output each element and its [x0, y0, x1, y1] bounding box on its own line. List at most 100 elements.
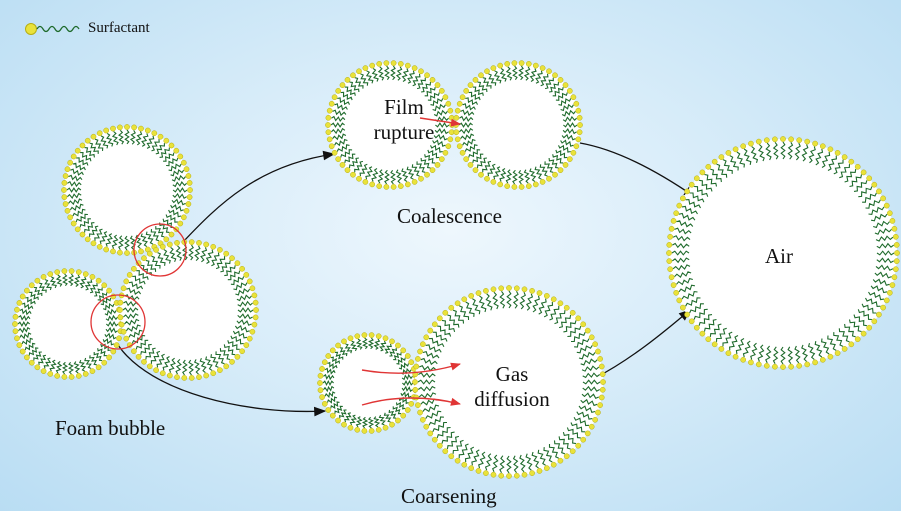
- surfactant-head: [812, 140, 818, 147]
- surfactant-head: [368, 428, 375, 434]
- foam-bubble-bottom-left-surfactant-tails: [17, 273, 119, 375]
- surfactant-head: [552, 72, 558, 79]
- surfactant-head: [600, 379, 606, 385]
- surfactant-head: [113, 342, 120, 348]
- foam-bubble-bottom-left-interior: [15, 271, 121, 377]
- surfactant-head: [513, 285, 520, 292]
- surfactant-head: [504, 183, 511, 189]
- surfactant-head: [468, 293, 475, 299]
- surfactant-head: [563, 304, 570, 311]
- surfactant-head: [70, 153, 77, 160]
- surfactant-head: [16, 342, 23, 348]
- coarsening-bubble-large-surfactant-heads: [412, 285, 606, 479]
- surfactant-head: [79, 231, 86, 238]
- surfactant-head: [676, 297, 683, 304]
- surfactant-head: [95, 364, 102, 371]
- surfactant-head: [539, 179, 546, 185]
- surfactant-head: [180, 159, 187, 166]
- surfactant-head: [570, 94, 577, 101]
- surfactant-head: [883, 202, 890, 209]
- gas-diffusion-arrow-bottom: [361, 397, 461, 406]
- surfactant-head: [550, 461, 557, 468]
- surfactant-head: [732, 353, 739, 360]
- surfactant-head: [576, 114, 583, 121]
- surfactant-head: [497, 181, 504, 188]
- arrow-coarsening-to-air: [594, 309, 691, 379]
- surfactant-head: [804, 361, 811, 368]
- surfactant-head: [447, 136, 454, 143]
- surfactant-head: [62, 201, 69, 207]
- surfactant-head: [335, 88, 342, 94]
- foam-bubble-bottom-left-surfactant-heads: [12, 268, 124, 380]
- surfactant-head: [177, 153, 184, 160]
- surfactant-head: [763, 137, 770, 144]
- surfactant-head: [569, 309, 576, 316]
- surfactant-head: [573, 143, 580, 150]
- surfactant-head: [84, 236, 91, 243]
- gas-diffusion-line-1: Gas: [495, 362, 529, 386]
- surfactant-head: [812, 359, 818, 366]
- surfactant-head: [763, 362, 770, 369]
- surfactant-head: [550, 296, 557, 303]
- surfactant-head: [14, 335, 20, 342]
- surfactant-head: [454, 300, 461, 307]
- surfactant-head: [395, 342, 401, 349]
- surfactant-head: [436, 315, 443, 322]
- surfactant-head: [532, 181, 539, 188]
- surfactant-head: [252, 314, 259, 321]
- surfactant-head: [511, 184, 518, 190]
- surfactant-head: [75, 373, 82, 379]
- surfactant-head: [718, 346, 725, 352]
- surfactant-head: [354, 426, 361, 433]
- surfactant-head: [188, 239, 195, 245]
- surfactant-head: [580, 321, 587, 328]
- coarsening-bubble-large-surfactant-tails: [417, 290, 601, 474]
- surfactant-head: [575, 442, 582, 449]
- surfactant-head: [74, 226, 81, 233]
- surfactant-head: [203, 241, 210, 248]
- surfactant-head: [243, 342, 250, 348]
- surfactant-head: [61, 268, 68, 274]
- surfactant-head: [325, 114, 332, 121]
- bubble-layer: [12, 60, 900, 479]
- surfactant-head: [28, 282, 35, 289]
- surfactant-head: [251, 292, 258, 299]
- surfactant-head: [47, 271, 54, 277]
- surfactant-head: [889, 218, 896, 224]
- surfactant-head: [317, 372, 324, 379]
- surfactant-head: [599, 371, 606, 378]
- surfactant-head: [61, 187, 67, 193]
- coalescence-bubble-left-surfactant-tails: [330, 65, 450, 185]
- surfactant-head: [413, 363, 420, 370]
- surfactant-head: [429, 167, 436, 173]
- surfactant-head: [893, 242, 900, 248]
- surfactant-head: [599, 386, 606, 393]
- surfactant-head: [673, 289, 680, 296]
- surfactant-head: [383, 60, 390, 66]
- surfactant-head: [438, 88, 445, 94]
- surfactant-head: [123, 278, 130, 285]
- surfactant-head: [595, 409, 601, 416]
- surfactant-head: [117, 314, 124, 321]
- surfactant-head: [131, 265, 137, 272]
- surfactant-head: [24, 287, 30, 294]
- surfactant-head: [229, 255, 235, 262]
- surfactant-head: [588, 334, 595, 341]
- surfactant-head: [588, 423, 595, 430]
- surfactant-head: [688, 181, 695, 188]
- surfactant-head: [141, 358, 147, 365]
- coarsening-bubble-large: [412, 285, 606, 479]
- surfactant-head: [871, 318, 878, 325]
- surfactant-head: [483, 288, 489, 294]
- surfactant-head: [19, 348, 26, 355]
- surfactant-head: [557, 300, 564, 307]
- surfactant-head: [344, 167, 351, 173]
- surfactant-head: [668, 225, 675, 232]
- surfactant-head: [325, 353, 332, 359]
- surfactant-head: [412, 379, 418, 385]
- surfactant-head: [584, 327, 591, 334]
- surfactant-head: [796, 137, 803, 144]
- surfactant-head: [375, 426, 382, 433]
- surfactant-head: [54, 269, 61, 275]
